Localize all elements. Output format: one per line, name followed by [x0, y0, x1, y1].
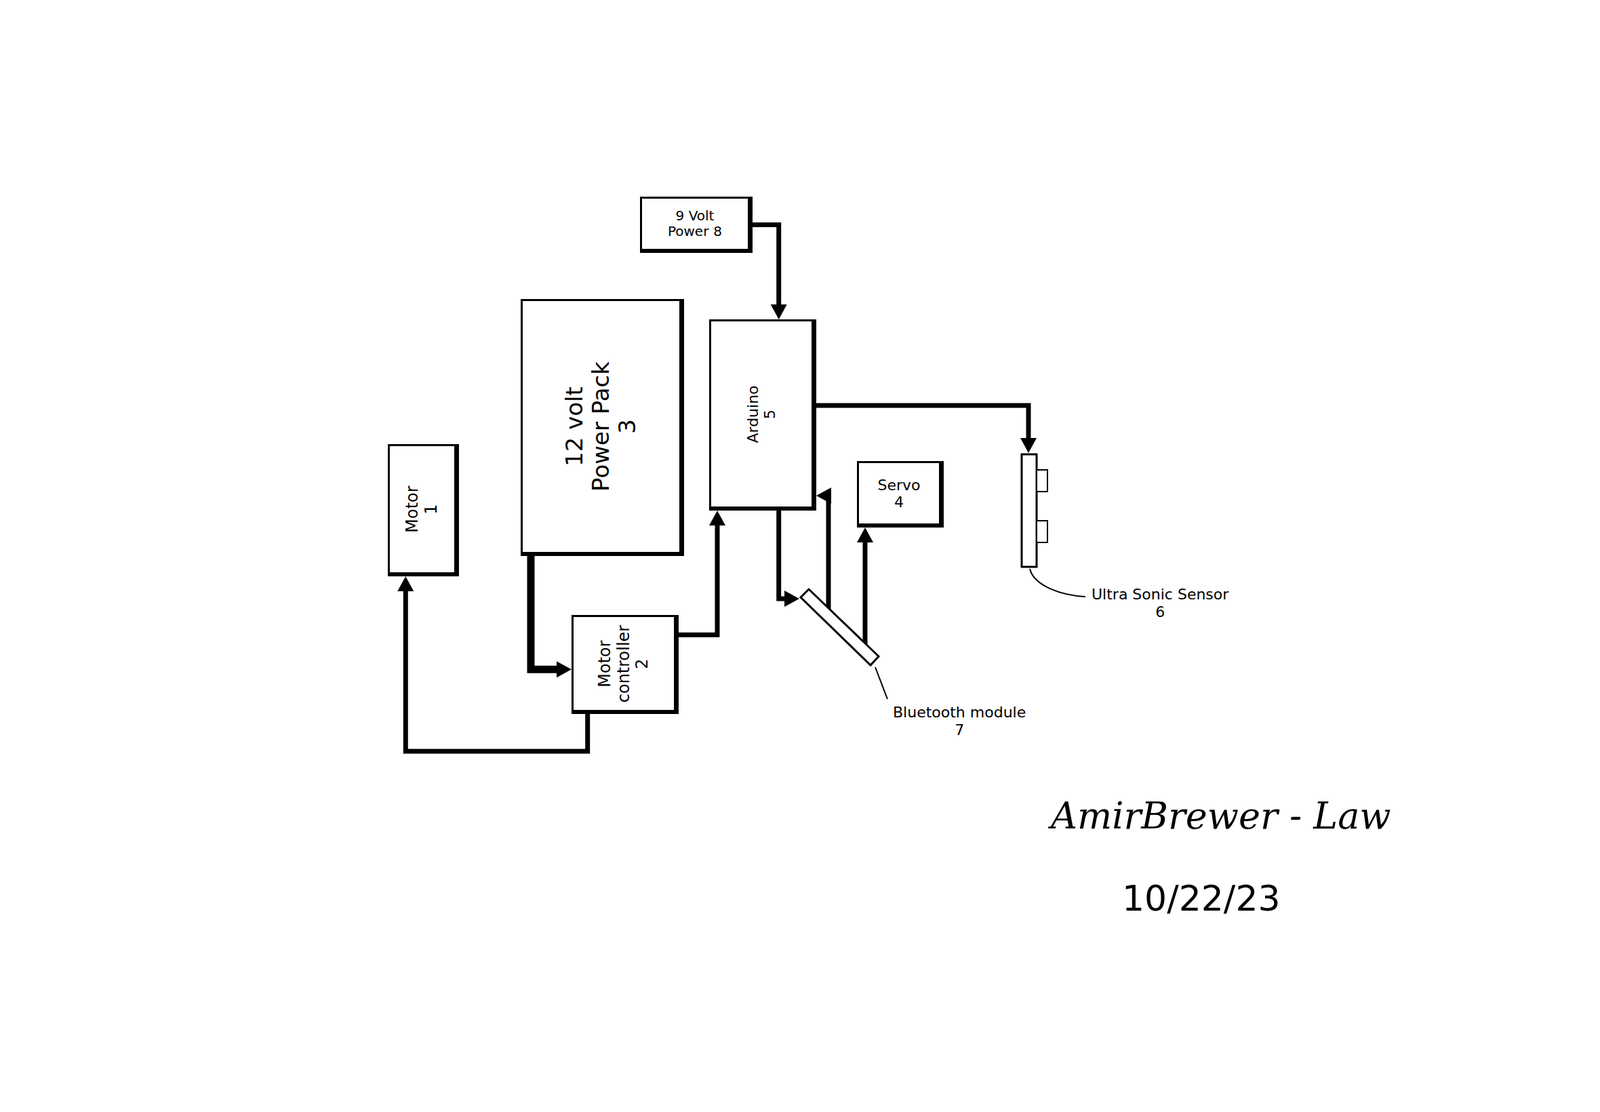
callout-number: 4 [864, 493, 934, 511]
component-name: Arduino [744, 326, 762, 502]
arrow-head [784, 590, 800, 607]
signature: AmirBrewer - Law [1050, 794, 1392, 838]
arrow-head [397, 576, 414, 592]
box-label: 9 Volt Power8 [647, 208, 743, 240]
component-box: 9 Volt Power8 [640, 196, 753, 253]
component-name: 12 volt Power Pack [561, 355, 615, 498]
callout-number: 3 [614, 306, 641, 548]
sensor-body [1021, 454, 1037, 567]
component-name: Servo [864, 475, 934, 493]
wire-arrow [816, 405, 1037, 453]
box-label: Servo4 [864, 475, 934, 511]
leader-line [875, 667, 888, 699]
wire-arrow [778, 510, 800, 607]
arrow-head [770, 304, 788, 320]
date: 10/22/23 [1122, 877, 1281, 919]
wire-arrow [752, 225, 788, 320]
component-box: Motor controller2 [571, 614, 679, 714]
bluetooth-module: Bluetooth module7 [796, 579, 885, 668]
callout-number: 8 [713, 223, 723, 240]
arrow-head [1020, 437, 1037, 453]
sensor-eye [1036, 469, 1048, 492]
part-label: Bluetooth module7 [892, 703, 1026, 740]
part-label: Ultra Sonic Sensor6 [1091, 585, 1229, 622]
ultrasonic-sensor: Ultra Sonic Sensor6 [1020, 452, 1055, 569]
component-box: 12 volt Power Pack3 [520, 298, 685, 556]
component-name: Ultra Sonic Sensor [1091, 585, 1229, 604]
wire-line [778, 510, 786, 599]
sensor-eye [1036, 520, 1048, 543]
callout-number: 2 [633, 622, 653, 706]
wire-line [530, 555, 558, 670]
wire-line [828, 495, 830, 611]
component-name: Bluetooth module [892, 703, 1026, 722]
part-drawing [796, 579, 885, 723]
arrow-head [816, 487, 832, 504]
wire-arrow [856, 527, 874, 645]
callout-number: 7 [892, 721, 1026, 739]
wire-line [863, 541, 868, 645]
module-body [800, 589, 879, 666]
wire-arrow [397, 576, 588, 752]
wire-arrow [816, 487, 832, 611]
arrow-head [556, 661, 572, 678]
component-name: Motor controller [595, 623, 634, 705]
component-box: Servo4 [856, 461, 944, 528]
box-label: 12 volt Power Pack3 [561, 306, 641, 548]
component-box: Motor1 [387, 444, 459, 577]
arrow-head [856, 527, 874, 543]
part-drawing [1020, 452, 1055, 623]
component-name: Motor [403, 451, 423, 568]
box-label: Arduino5 [744, 326, 779, 502]
component-name: 9 Volt Power [667, 207, 715, 240]
callout-number: 5 [761, 326, 779, 502]
wire-line [816, 405, 1029, 440]
wire-arrow [530, 555, 572, 678]
wire-arrow [678, 510, 726, 635]
wire-line [678, 524, 718, 635]
wire-line [752, 225, 779, 307]
arrow-head [709, 510, 726, 526]
callout-number: 1 [422, 451, 442, 568]
component-box: Arduino5 [709, 319, 817, 511]
callout-number: 6 [1091, 603, 1229, 622]
leader-line [1029, 568, 1086, 597]
box-label: Motor controller2 [595, 622, 653, 706]
box-label: Motor1 [403, 451, 441, 568]
wire-line [405, 589, 588, 752]
